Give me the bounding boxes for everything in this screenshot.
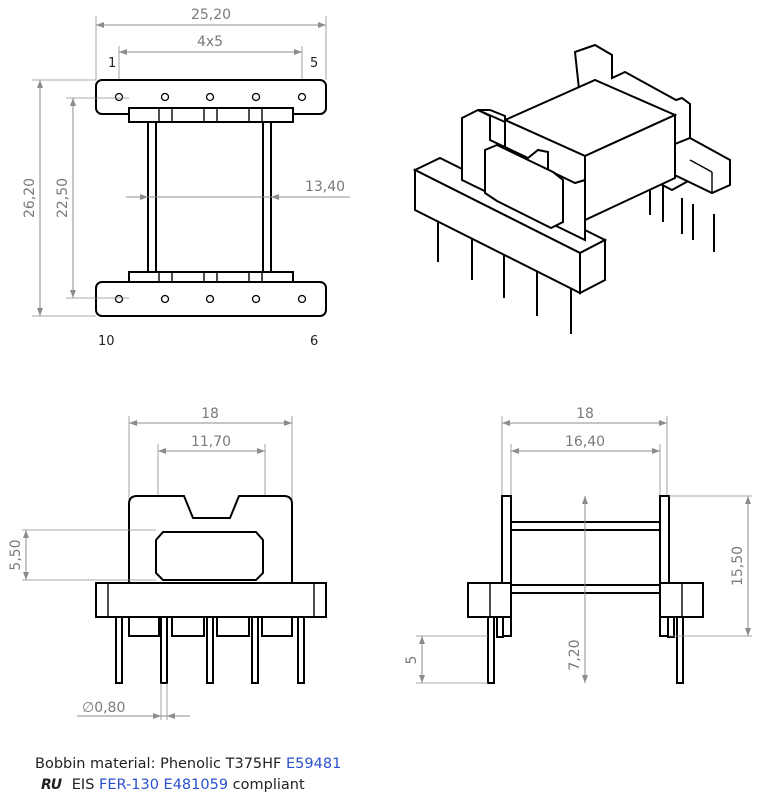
technical-drawing: 25,20 4x5 1 5 [8, 7, 752, 720]
dim-core-width: 13,40 [305, 179, 345, 195]
material-line: Bobbin material: Phenolic T375HF E59481 [35, 754, 341, 775]
pin-label-10: 10 [98, 334, 115, 349]
footer-info: Bobbin material: Phenolic T375HF E59481 … [35, 754, 341, 796]
dim-pitch: 4x5 [197, 34, 223, 50]
eis-line: RU EIS FER-130 E481059 compliant [35, 775, 341, 796]
front-dim-height: 5,50 [8, 539, 24, 570]
dim-overall-width: 25,20 [191, 7, 231, 23]
compliant-label: compliant [232, 777, 305, 793]
front-dim-width: 18 [201, 406, 219, 422]
front-view: 18 11,70 5,50 [8, 406, 327, 720]
top-view: 25,20 4x5 1 5 [22, 7, 350, 349]
dim-inner-height: 22,50 [55, 178, 71, 218]
side-view: 18 16,40 15,50 [404, 406, 752, 684]
side-dim-width: 18 [576, 406, 594, 422]
front-dim-pin-diameter: ∅0,80 [82, 700, 125, 716]
pin-label-6: 6 [310, 334, 318, 349]
pin-label-1: 1 [108, 56, 116, 71]
eis-label: EIS [71, 777, 95, 793]
side-dim-height: 15,50 [730, 546, 746, 586]
material-label: Bobbin material: Phenolic T375HF [35, 756, 282, 772]
dim-overall-height: 26,20 [22, 178, 38, 218]
isometric-view [412, 43, 731, 334]
side-dim-center: 7,20 [567, 639, 583, 670]
side-dim-inner: 16,40 [565, 434, 605, 450]
side-dim-pin-length: 5 [404, 656, 420, 665]
eis-code-link[interactable]: FER-130 E481059 [99, 777, 229, 793]
material-code-link[interactable]: E59481 [286, 756, 342, 772]
ul-recognized-icon: RU [41, 777, 62, 793]
pin-label-5: 5 [310, 56, 318, 71]
front-dim-window: 11,70 [191, 434, 231, 450]
